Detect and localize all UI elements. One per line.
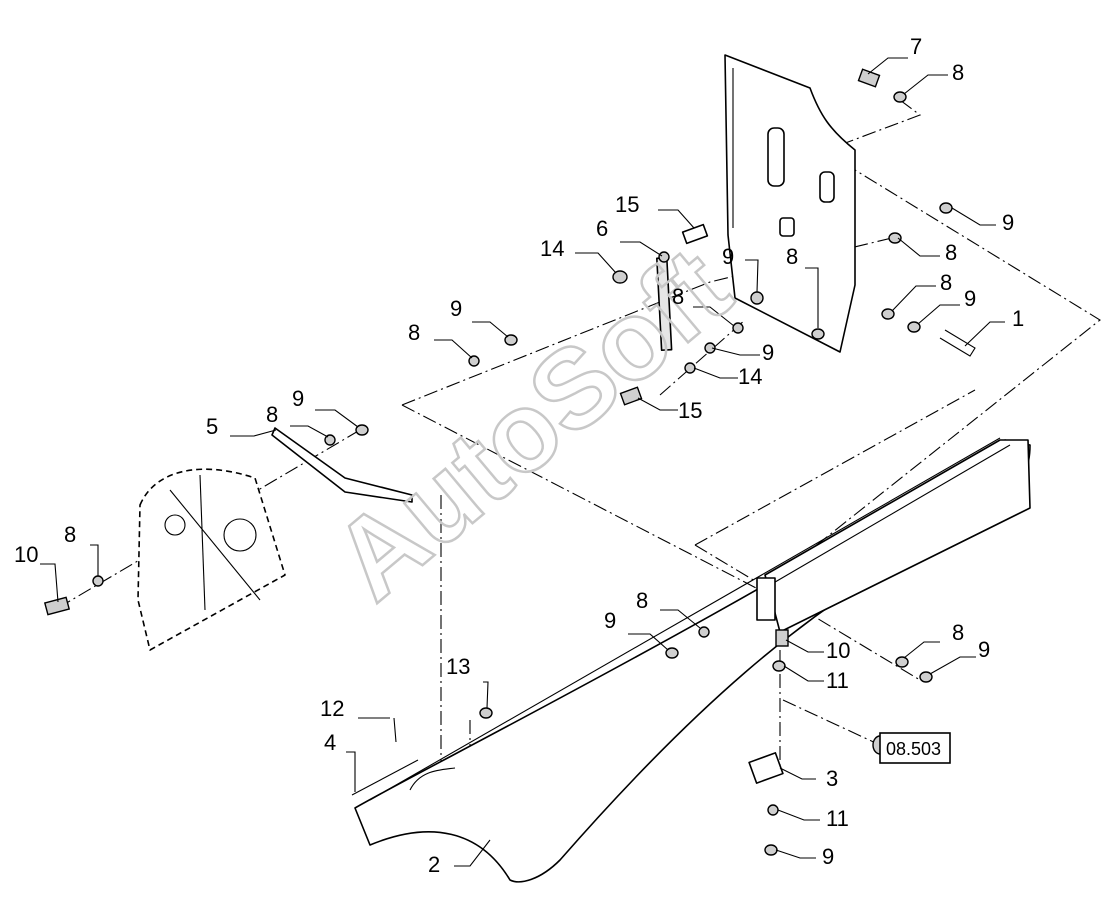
callouts: 7 8 9 8 8 9 1 15 6 14 9 8 8 9 14 15 9 8 … [14, 34, 1024, 877]
callout-1: 1 [1012, 306, 1024, 331]
retaining-clip [939, 329, 976, 357]
callout-15: 15 [678, 398, 702, 423]
callout-8: 8 [408, 320, 420, 345]
callout-9: 9 [762, 340, 774, 365]
callout-8: 8 [786, 244, 798, 269]
callout-9: 9 [978, 637, 990, 662]
callout-12: 12 [320, 696, 344, 721]
callout-8: 8 [952, 620, 964, 645]
callout-13: 13 [446, 654, 470, 679]
callout-9: 9 [964, 286, 976, 311]
callout-11: 11 [826, 668, 849, 693]
callout-14: 14 [540, 236, 564, 261]
callout-8: 8 [672, 284, 684, 309]
callout-8: 8 [266, 402, 278, 427]
callout-9: 9 [604, 608, 616, 633]
callout-9: 9 [450, 296, 462, 321]
hardware [43, 68, 953, 856]
left-frame-assembly [137, 468, 286, 651]
callout-8: 8 [952, 60, 964, 85]
callout-15: 15 [615, 192, 639, 217]
callout-6: 6 [596, 216, 608, 241]
callout-3: 3 [826, 766, 838, 791]
hinge-bracket [748, 752, 784, 784]
reference-label: 08.503 [886, 739, 941, 759]
leader-lines [40, 57, 1005, 867]
callout-2: 2 [428, 852, 440, 877]
callout-10: 10 [14, 542, 38, 567]
pin-rod [351, 759, 419, 796]
callout-9: 9 [1002, 210, 1014, 235]
callout-9: 9 [292, 386, 304, 411]
callout-8: 8 [945, 240, 957, 265]
callout-7: 7 [910, 34, 922, 59]
gas-strut [656, 223, 709, 351]
callout-4: 4 [324, 730, 336, 755]
callout-11: 11 [826, 806, 849, 831]
upper-plate [724, 54, 856, 353]
callout-8: 8 [64, 522, 76, 547]
callout-10: 10 [826, 638, 850, 663]
watermark: AutoSoft [310, 224, 752, 624]
callout-9: 9 [722, 244, 734, 269]
link-rod [271, 427, 413, 503]
callout-8: 8 [636, 588, 648, 613]
reference-box[interactable]: 08.503 [879, 732, 951, 764]
callout-5: 5 [206, 414, 218, 439]
callout-14: 14 [738, 364, 762, 389]
pin [393, 717, 397, 743]
callout-8: 8 [940, 270, 952, 295]
callout-9: 9 [822, 844, 834, 869]
rear-flap-panel [756, 439, 1031, 633]
